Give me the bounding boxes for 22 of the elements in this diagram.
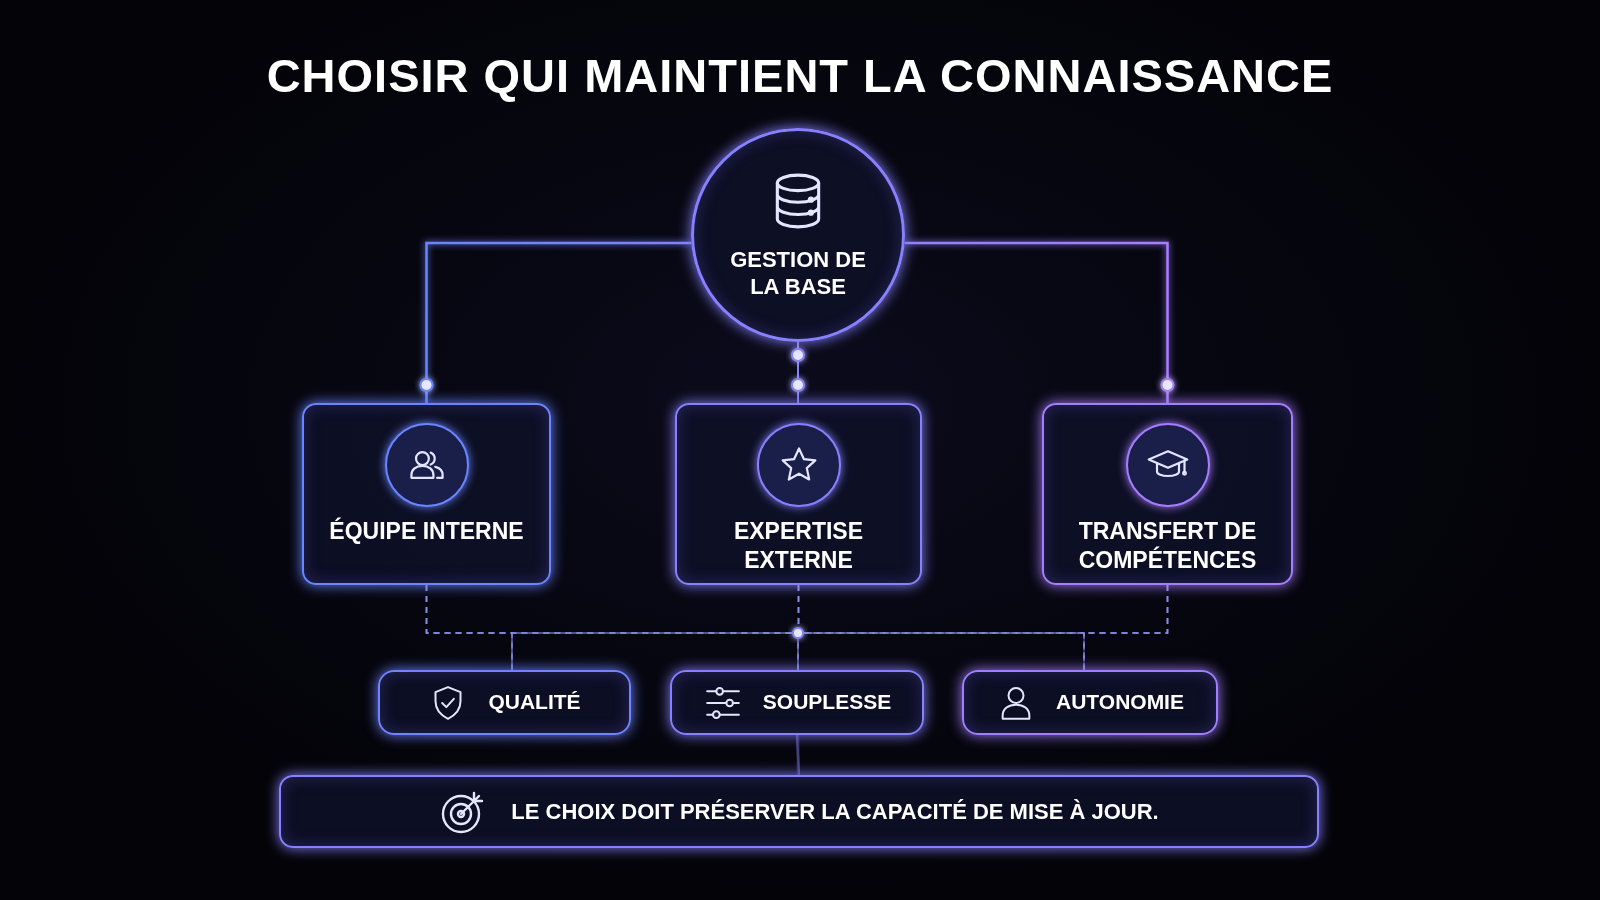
- card: [675, 403, 922, 585]
- node-label: GESTION DE LA BASE: [729, 245, 867, 301]
- banner: [279, 775, 1319, 848]
- tag-pill: [378, 670, 631, 735]
- dashed-connector: [1083, 584, 1169, 671]
- node-label: ÉQUIPE INTERNE: [329, 517, 524, 546]
- card: [1042, 403, 1293, 585]
- node-label: LE CHOIX DOIT PRÉSERVER LA CAPACITÉ DE MISE À JOUR.: [511, 797, 1159, 826]
- tag-pill: [962, 670, 1218, 735]
- connector: [796, 342, 800, 403]
- node-label: TRANSFERT DE COMPÉTENCES: [1077, 517, 1258, 575]
- tag-pill: [670, 670, 924, 735]
- card: [302, 403, 551, 585]
- node-label: AUTONOMIE: [1056, 689, 1184, 716]
- connector: [904, 241, 1169, 403]
- title: CHOISIR QUI MAINTIENT LA CONNAISSANCE: [265, 48, 1335, 103]
- connector: [425, 241, 692, 403]
- node-label: EXPERTISE EXTERNE: [732, 517, 865, 575]
- circle-node: [691, 128, 905, 342]
- node-label: QUALITÉ: [488, 689, 581, 716]
- connector: [795, 734, 801, 776]
- node-label: SOUPLESSE: [762, 689, 892, 716]
